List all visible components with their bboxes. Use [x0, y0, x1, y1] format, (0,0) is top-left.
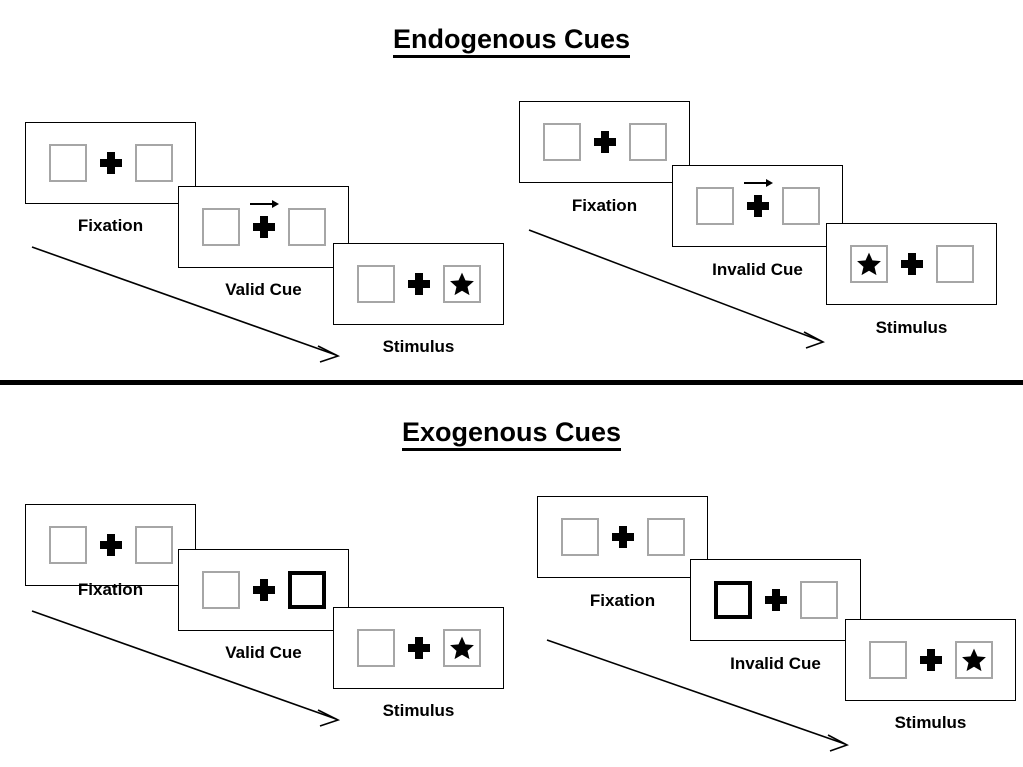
panel-inner: [48, 526, 173, 564]
panel-endogenous-valid-fixation: [25, 122, 196, 204]
star-icon: [961, 648, 986, 672]
panel-inner: [560, 518, 685, 556]
stimulus-box-right: [134, 526, 173, 564]
panel-inner: [868, 641, 993, 679]
plus-icon: [252, 579, 275, 601]
stimulus-box-left: [560, 518, 599, 556]
panel-exogenous-valid-cue: [178, 549, 349, 631]
panel-inner: [201, 200, 326, 246]
stimulus-box-left: [849, 245, 888, 283]
section-title-endogenous: Endogenous Cues: [0, 24, 1023, 58]
plus-icon: [407, 273, 430, 295]
section-title-exogenous: Exogenous Cues: [0, 417, 1023, 451]
plus-icon: [249, 200, 279, 238]
plus-icon: [919, 649, 942, 671]
section-title-endogenous-text: Endogenous Cues: [392, 24, 630, 58]
panel-exogenous-invalid-stimulus: [845, 619, 1016, 701]
plus-icon: [593, 131, 616, 153]
panel-inner: [356, 265, 481, 303]
plus-icon: [99, 152, 122, 174]
stimulus-box-right: [646, 518, 685, 556]
stimulus-box-right: [781, 187, 820, 225]
stimulus-box-left-cued: [713, 581, 752, 619]
stimulus-box-left: [201, 208, 240, 246]
arrow-right-icon: [249, 199, 279, 209]
stimulus-box-right: [442, 629, 481, 667]
panel-endogenous-invalid-cue: [672, 165, 843, 247]
section-title-exogenous-text: Exogenous Cues: [401, 417, 622, 451]
panel-exogenous-valid-stimulus: [333, 607, 504, 689]
panel-inner: [695, 179, 820, 225]
stimulus-box-left: [695, 187, 734, 225]
caption-exogenous-valid-fixation: Fixation: [77, 580, 144, 599]
stimulus-box-left: [48, 526, 87, 564]
panel-inner: [201, 571, 326, 609]
section-divider: [0, 380, 1023, 385]
panel-inner: [48, 144, 173, 182]
caption-endogenous-invalid-stimulus: Stimulus: [875, 318, 948, 337]
panel-exogenous-invalid-fixation: [537, 496, 708, 578]
star-icon: [449, 636, 474, 660]
stimulus-box-left: [542, 123, 581, 161]
caption-endogenous-valid-fixation: Fixation: [77, 216, 144, 235]
stimulus-box-left: [868, 641, 907, 679]
plus-icon: [611, 526, 634, 548]
plus-icon: [743, 179, 773, 217]
panel-inner: [713, 581, 838, 619]
stimulus-box-right: [134, 144, 173, 182]
panel-endogenous-invalid-stimulus: [826, 223, 997, 305]
caption-exogenous-invalid-stimulus: Stimulus: [894, 713, 967, 732]
panel-endogenous-valid-stimulus: [333, 243, 504, 325]
caption-exogenous-valid-cue: Valid Cue: [225, 643, 302, 662]
stimulus-box-right: [287, 208, 326, 246]
stimulus-box-right: [954, 641, 993, 679]
stimulus-box-left: [201, 571, 240, 609]
panel-exogenous-invalid-cue: [690, 559, 861, 641]
plus-icon: [900, 253, 923, 275]
stimulus-box-left: [356, 265, 395, 303]
caption-exogenous-invalid-cue: Invalid Cue: [730, 654, 821, 673]
stimulus-box-right: [935, 245, 974, 283]
caption-endogenous-invalid-cue: Invalid Cue: [712, 260, 803, 279]
plus-icon: [764, 589, 787, 611]
stimulus-box-right-cued: [287, 571, 326, 609]
caption-exogenous-invalid-fixation: Fixation: [589, 591, 656, 610]
arrow-right-icon: [743, 178, 773, 188]
stimulus-box-left: [48, 144, 87, 182]
stimulus-box-right: [799, 581, 838, 619]
caption-exogenous-valid-stimulus: Stimulus: [382, 701, 455, 720]
panel-inner: [542, 123, 667, 161]
plus-icon: [99, 534, 122, 556]
stimulus-box-right: [628, 123, 667, 161]
stimulus-box-right: [442, 265, 481, 303]
panel-endogenous-invalid-fixation: [519, 101, 690, 183]
star-icon: [449, 272, 474, 296]
panel-endogenous-valid-cue: [178, 186, 349, 268]
caption-endogenous-valid-stimulus: Stimulus: [382, 337, 455, 356]
panel-exogenous-valid-fixation: [25, 504, 196, 586]
caption-endogenous-valid-cue: Valid Cue: [225, 280, 302, 299]
caption-endogenous-invalid-fixation: Fixation: [571, 196, 638, 215]
stimulus-box-left: [356, 629, 395, 667]
plus-icon: [407, 637, 430, 659]
panel-inner: [849, 245, 974, 283]
panel-inner: [356, 629, 481, 667]
star-icon: [856, 252, 881, 276]
